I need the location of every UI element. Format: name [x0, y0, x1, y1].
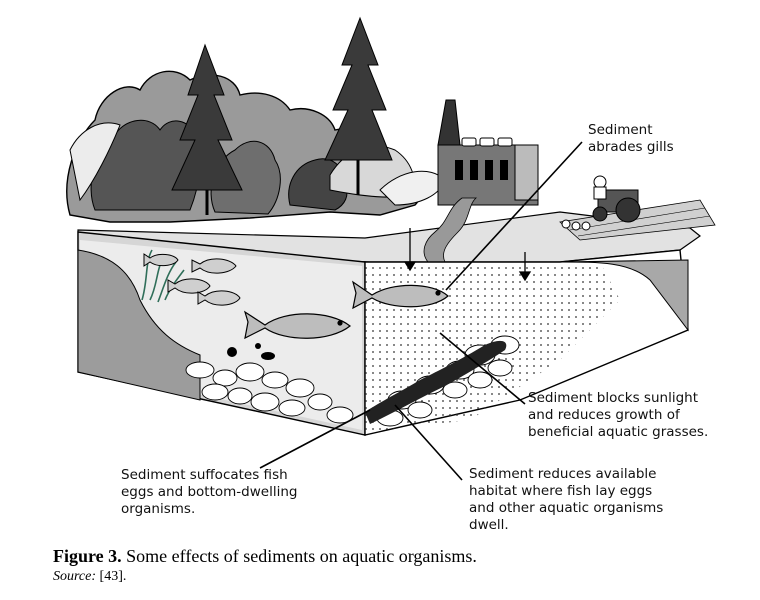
bottom-organisms [227, 343, 275, 360]
leader-lines [259, 141, 583, 481]
tractor [559, 175, 716, 241]
sediment-covered-rocks [365, 340, 507, 424]
large-fish [243, 280, 449, 340]
source-ref: [43]. [96, 569, 127, 584]
callout-suffocates: Sediment suffocates fish eggs and bottom… [121, 467, 298, 517]
callout-sunlight: Sediment blocks sunlight and reduces gro… [528, 390, 709, 440]
figure-label: Figure 3. [53, 546, 122, 566]
figure-caption-text: Some effects of sediments on aquatic org… [121, 546, 477, 566]
callout-habitat: Sediment reduces available habitat where… [469, 466, 664, 533]
bank [77, 249, 689, 401]
fish-school [143, 253, 241, 306]
figure-source: Source: [43]. [53, 569, 126, 585]
source-label: Source: [53, 569, 97, 584]
forest [66, 16, 446, 223]
factory [437, 99, 539, 206]
figure-caption: Figure 3. Some effects of sediments on a… [53, 546, 477, 567]
callout-gills: Sediment abrades gills [588, 122, 674, 155]
sediment-arrows [403, 228, 532, 282]
